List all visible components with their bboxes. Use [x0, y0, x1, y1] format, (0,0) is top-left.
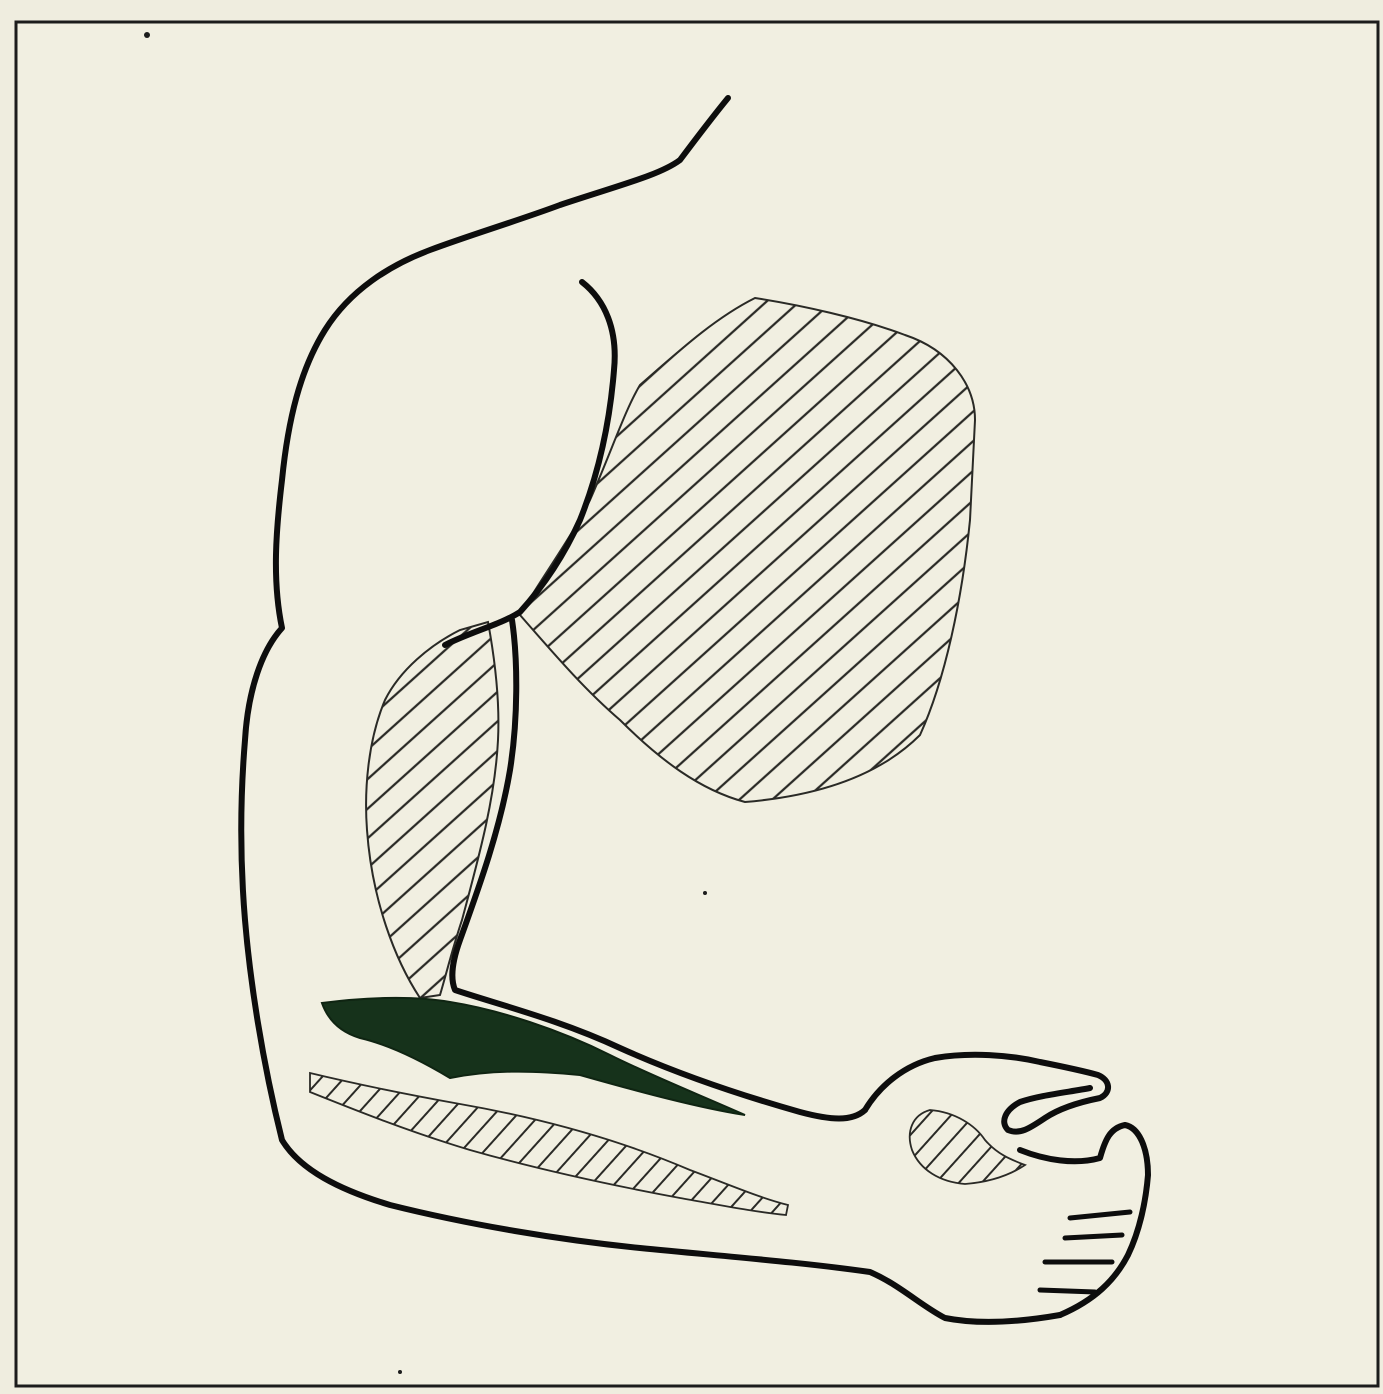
paper-speck [703, 891, 707, 895]
finger-crease-2 [1065, 1235, 1122, 1238]
paper-speck [144, 32, 150, 38]
paper-speck [398, 1370, 402, 1374]
finger-crease-4 [1040, 1290, 1095, 1292]
